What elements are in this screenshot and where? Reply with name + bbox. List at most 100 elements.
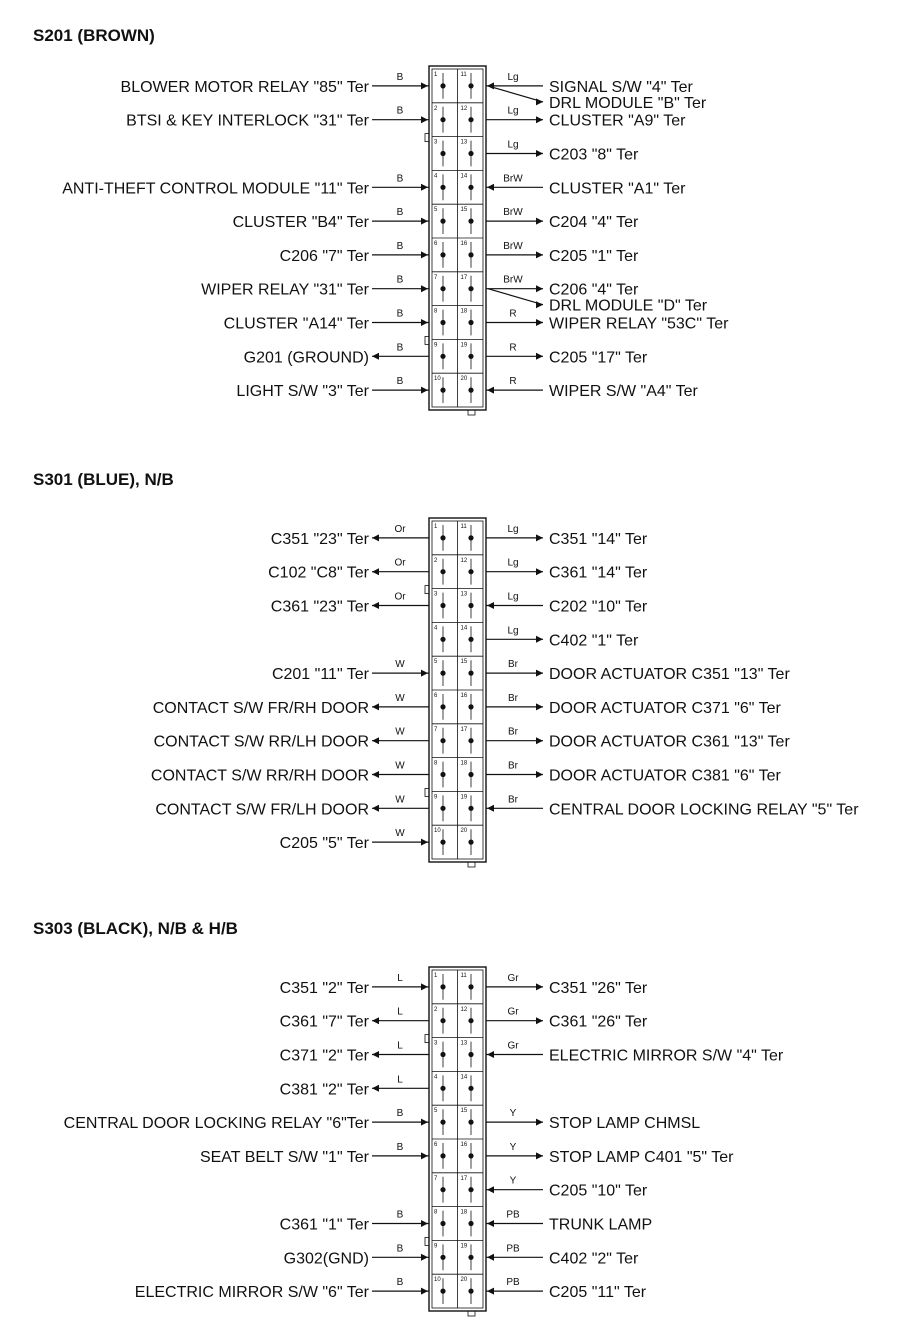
cavity-number: 7 — [434, 727, 438, 733]
right-terminal-label: DOOR ACTUATOR C371 "6" Ter — [549, 700, 782, 717]
terminal-dot — [468, 1051, 474, 1058]
left-terminal-label: CONTACT S/W FR/LH DOOR — [155, 801, 369, 818]
cavity-number: 7 — [434, 1176, 438, 1182]
wire-color: B — [397, 173, 404, 184]
arrowhead — [487, 602, 494, 609]
terminal-dot — [440, 738, 446, 744]
terminal-dot — [468, 1153, 474, 1159]
cavity-number: 4 — [434, 625, 438, 631]
wire-color: W — [395, 794, 405, 805]
arrowhead — [372, 568, 379, 576]
left-terminal-label: C351 "23" Ter — [271, 531, 370, 548]
arrowhead — [421, 285, 428, 293]
cavity-number: 16 — [461, 693, 468, 699]
right-terminal-label: WIPER RELAY "53C" Ter — [549, 316, 729, 333]
terminal-dot — [468, 387, 474, 393]
wire-color: BrW — [503, 241, 523, 252]
wire-color: PB — [506, 1210, 520, 1221]
arrowhead — [487, 1186, 494, 1194]
cavity-number: 20 — [461, 1277, 468, 1283]
arrowhead — [487, 1220, 494, 1227]
branch-wire — [487, 288, 544, 306]
cavity-number: 12 — [461, 1007, 468, 1013]
cavity-number: 3 — [434, 140, 438, 146]
cavity-number: 8 — [434, 761, 438, 767]
right-terminal-label: DOOR ACTUATOR C381 "6" Ter — [549, 768, 782, 785]
terminal-dot — [468, 1288, 474, 1294]
arrowhead — [487, 1253, 494, 1261]
wire-color: B — [397, 376, 404, 387]
wire-color: B — [397, 1210, 404, 1221]
cavity-number: 17 — [461, 275, 468, 281]
terminal-dot — [468, 218, 474, 224]
arrowhead — [487, 804, 494, 812]
arrowhead — [372, 771, 379, 778]
arrowhead — [372, 737, 379, 745]
arrowhead — [536, 983, 543, 991]
wire-color: Lg — [507, 140, 518, 151]
wire-color: B — [397, 275, 404, 286]
terminal-dot — [468, 1119, 474, 1125]
wire-color: PB — [506, 1277, 520, 1288]
cavity-number: 15 — [461, 207, 468, 213]
cavity-number: 9 — [434, 342, 438, 348]
right-terminal-label: DRL MODULE "D" Ter — [549, 298, 708, 315]
wire-color: W — [395, 828, 405, 839]
cavity-number: 19 — [461, 342, 468, 348]
left-terminal-label: ANTI-THEFT CONTROL MODULE "11" Ter — [62, 180, 369, 197]
arrowhead — [536, 534, 543, 542]
cavity-number: 1 — [434, 524, 438, 530]
terminal-dot — [468, 1187, 474, 1193]
cavity-number: 13 — [461, 1041, 468, 1047]
cavity-number: 2 — [434, 1007, 438, 1013]
cavity-number: 11 — [461, 973, 468, 979]
key-tab-icon — [467, 1310, 476, 1317]
right-terminal-label: C402 "2" Ter — [549, 1250, 639, 1267]
terminal-dot — [440, 83, 446, 89]
left-terminal-label: CONTACT S/W FR/RH DOOR — [153, 700, 369, 717]
arrowhead — [421, 217, 428, 225]
latch-icon — [424, 1237, 430, 1246]
cavity-number: 17 — [461, 1176, 468, 1182]
terminal-dot — [468, 184, 474, 190]
terminal-dot — [468, 1220, 474, 1227]
left-terminal-label: CENTRAL DOOR LOCKING RELAY "6"Ter — [64, 1115, 370, 1132]
arrowhead — [421, 183, 428, 191]
left-terminal-label: C371 "2" Ter — [280, 1048, 370, 1065]
right-terminal-label: DOOR ACTUATOR C351 "13" Ter — [549, 666, 790, 683]
cavity-number: 6 — [434, 1142, 438, 1148]
arrowhead — [421, 1152, 428, 1160]
key-tab-icon — [467, 861, 476, 868]
arrowhead — [372, 534, 379, 542]
terminal-dot — [468, 602, 474, 609]
left-terminal-label: C201 "11" Ter — [272, 666, 370, 683]
cavity-number: 10 — [434, 376, 441, 382]
terminal-dot — [468, 670, 474, 676]
terminal-dot — [440, 1254, 446, 1260]
terminal-dot — [440, 184, 446, 190]
arrowhead — [372, 1084, 379, 1092]
arrowhead — [487, 183, 494, 191]
terminal-dot — [468, 704, 474, 710]
right-terminal-label: C202 "10" Ter — [549, 599, 648, 616]
terminal-dot — [440, 1187, 446, 1193]
wire-color: L — [397, 1041, 403, 1052]
arrowhead — [536, 150, 543, 157]
wire-color: W — [395, 727, 405, 738]
cavity-number: 18 — [461, 309, 468, 315]
cavity-number: 3 — [434, 592, 438, 598]
right-terminal-label: C205 "1" Ter — [549, 248, 639, 265]
terminal-dot — [468, 150, 474, 157]
left-terminal-label: ELECTRIC MIRROR S/W "6" Ter — [135, 1284, 370, 1301]
right-terminal-label: SIGNAL S/W "4" Ter — [549, 79, 694, 96]
terminal-dot — [440, 117, 446, 123]
wire-color: Br — [508, 693, 519, 704]
wire-color: B — [397, 207, 404, 218]
left-terminal-label: G302(GND) — [284, 1250, 369, 1267]
arrowhead — [536, 98, 543, 106]
wire-color: Lg — [507, 625, 518, 636]
cavity-number: 15 — [461, 659, 468, 665]
right-terminal-label: C205 "17" Ter — [549, 349, 648, 366]
right-terminal-label: C206 "4" Ter — [549, 282, 639, 299]
wire-color: W — [395, 761, 405, 772]
